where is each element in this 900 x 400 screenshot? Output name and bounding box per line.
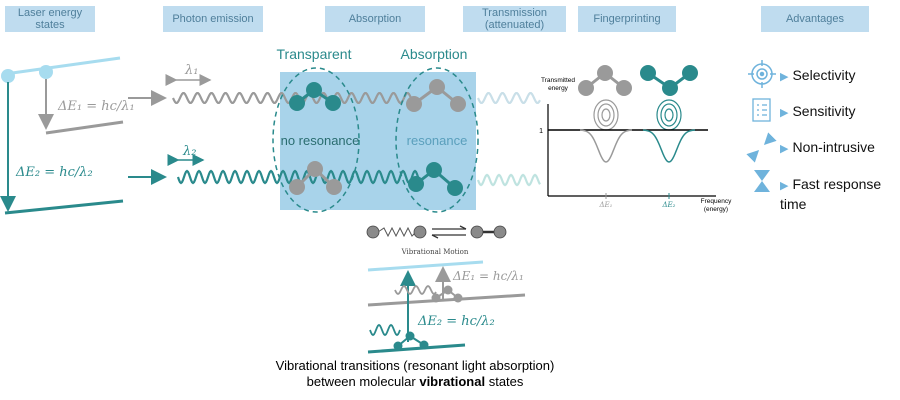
molecule-bottom-left	[289, 161, 342, 195]
header-transmission-text: Transmission (attenuated)	[482, 7, 547, 31]
no-resonance-label: no resonance	[281, 133, 360, 148]
laser-energy-diagram: ΔE₁ = hc/λ₁ ΔE₂ = hc/λ₂	[0, 56, 135, 215]
header-absorption: Absorption	[325, 6, 425, 32]
molecule-bottom-right	[408, 162, 463, 196]
vibration-delta-e2: ΔE₂ = hc/λ₂	[417, 314, 495, 329]
fingerprint-molecule-teal	[640, 65, 698, 96]
wave-lambda2-transmitted	[476, 173, 541, 187]
lambda1-label: λ₁	[184, 63, 198, 78]
wave-lambda1	[172, 92, 415, 104]
compress-arrows-icon	[746, 132, 777, 163]
molecule-top-left	[289, 82, 341, 111]
spectrum-ylabel-2: energy	[548, 85, 569, 92]
transparent-ellipse	[272, 67, 360, 213]
advantage-sensitivity: ▶Sensitivity	[780, 103, 856, 119]
caption-line2-bold: vibrational	[419, 374, 486, 389]
caption-line2-post: states	[485, 374, 524, 389]
hourglass-icon	[754, 170, 770, 192]
advantage-label: Fast response time	[780, 176, 882, 212]
caption-line2-pre: between molecular	[306, 374, 420, 389]
upper-level	[4, 56, 121, 76]
transparent-label: Transparent	[277, 46, 352, 62]
header-advantages-text: Advantages	[785, 13, 845, 25]
header-transmission: Transmission (attenuated)	[463, 6, 566, 32]
laser-delta-e2: ΔE₂ = hc/λ₂	[15, 165, 93, 180]
fingerprint-icon	[593, 99, 619, 131]
molecule-top-right	[406, 79, 466, 112]
spectrum-tick-e1: ΔE₁	[599, 201, 613, 209]
spectrum-y-tick: 1	[539, 128, 543, 135]
lambda2-label: λ₂	[182, 144, 196, 159]
photon-emission: λ₁ λ₂	[128, 63, 212, 185]
vibrational-levels: ΔE₁ = hc/λ₁ ΔE₂ = hc/λ₂	[367, 260, 526, 354]
vibration-delta-e1: ΔE₁ = hc/λ₁	[452, 269, 524, 283]
caption-line1: Vibrational transitions (resonant light …	[275, 358, 555, 373]
header-advantages: Advantages	[761, 6, 869, 32]
absorption-label: Absorption	[401, 46, 468, 62]
spectrum-xlabel-2: (energy)	[704, 206, 728, 213]
absorption-ellipse	[395, 67, 479, 213]
wave-lambda1-transmitted	[477, 92, 541, 104]
lower-level	[4, 199, 124, 215]
caption: Vibrational transitions (resonant light …	[240, 358, 590, 390]
header-emission: Photon emission	[163, 6, 263, 32]
advantage-non-intrusive: ▶Non-intrusive	[780, 139, 875, 155]
laser-delta-e1: ΔE₁ = hc/λ₁	[57, 99, 135, 114]
header-fingerprinting: Fingerprinting	[578, 6, 676, 32]
absorption-dip-e1	[579, 129, 633, 163]
middle-level	[45, 120, 124, 135]
header-absorption-text: Absorption	[348, 13, 402, 25]
spectrum-tick-e2: ΔE₂	[662, 201, 676, 209]
header-laser-text: Laser energy states	[17, 7, 83, 31]
vibrational-motion-label: Vibrational Motion	[401, 248, 469, 256]
fingerprint-molecule-gray	[578, 65, 632, 96]
checklist-icon	[752, 98, 771, 122]
advantage-selectivity: ▶Selectivity	[780, 67, 856, 83]
header-laser: Laser energy states	[5, 6, 95, 32]
spectrum-ylabel: Transmitted	[541, 77, 575, 84]
header-fingerprinting-text: Fingerprinting	[593, 13, 661, 25]
header-emission-text: Photon emission	[172, 13, 254, 25]
transmission-spectrum: Transmitted energy 1 Frequency (energy) …	[539, 77, 732, 213]
vibrational-motion: Vibrational Motion	[366, 225, 507, 256]
advantage-fast-response: ▶Fast response time	[780, 176, 882, 212]
caption-line2: between molecular vibrational states	[240, 374, 590, 390]
laser-electron	[1, 69, 15, 83]
spectrum-xlabel: Frequency	[701, 198, 732, 205]
target-icon	[748, 60, 776, 88]
laser-electron	[39, 65, 53, 79]
advantage-label: Selectivity	[792, 67, 856, 83]
advantage-label: Sensitivity	[792, 103, 856, 119]
absorption-dip-e2	[642, 129, 696, 163]
fingerprint-icon	[656, 99, 682, 131]
resonance-label: resonance	[407, 133, 468, 148]
advantage-label: Non-intrusive	[792, 139, 875, 155]
